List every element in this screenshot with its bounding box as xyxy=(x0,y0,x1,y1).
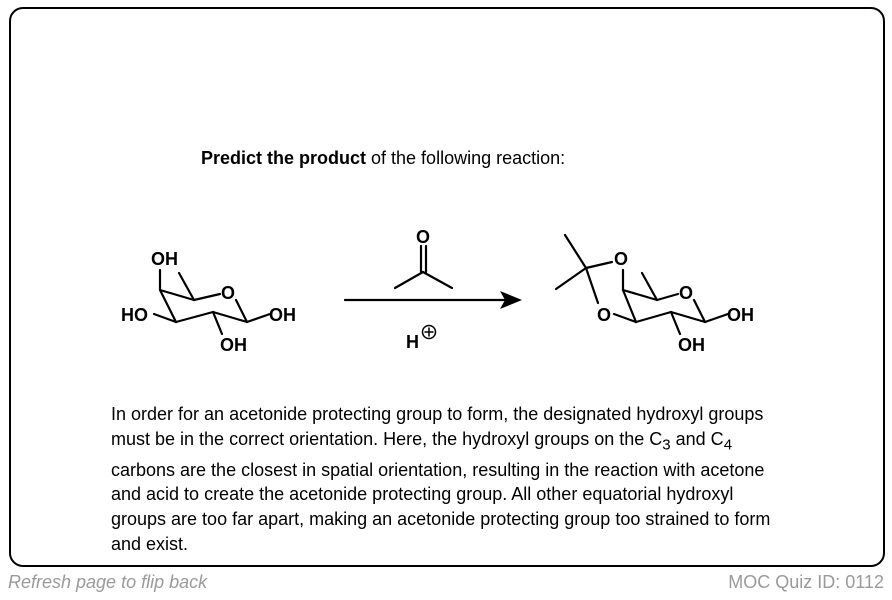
label-o-top: O xyxy=(614,249,628,269)
flip-hint: Refresh page to flip back xyxy=(8,572,208,592)
label-oh-right: OH xyxy=(727,305,754,325)
label-oh-top: OH xyxy=(151,249,178,269)
label-ring-o: O xyxy=(679,283,693,303)
label-ho-left: HO xyxy=(121,305,148,325)
label-carbonyl-o: O xyxy=(416,227,430,247)
question-prompt: Predict the product of the following rea… xyxy=(201,148,565,169)
plus-charge-icon xyxy=(421,324,437,340)
explanation-part: carbons are the closest in spatial orien… xyxy=(111,459,771,554)
explanation-part: In order for an acetonide protecting gro… xyxy=(111,404,764,449)
subscript-3: 3 xyxy=(662,436,671,454)
reaction-arrow xyxy=(343,291,522,309)
label-oh-bottom: OH xyxy=(220,335,247,355)
question-rest: of the following reaction: xyxy=(366,148,566,168)
label-oh-right: OH xyxy=(269,305,296,325)
question-bold: Predict the product xyxy=(201,148,367,168)
reagent-acid: H xyxy=(406,324,437,352)
quiz-card[interactable] xyxy=(9,7,885,567)
explanation-text: In order for an acetonide protecting gro… xyxy=(111,402,771,556)
reagent-acetone: O xyxy=(393,227,454,290)
arrow-head-icon xyxy=(500,291,522,309)
label-o-left: O xyxy=(597,305,611,325)
label-oh-bottom: OH xyxy=(678,335,705,355)
product-acetonide: O O O OH OH xyxy=(554,233,754,355)
explanation-part: and C xyxy=(670,428,724,449)
subscript-4: 4 xyxy=(723,436,733,454)
quiz-id: MOC Quiz ID: 0112 xyxy=(728,572,884,592)
reactant-galactose: OH HO OH OH O xyxy=(121,249,296,355)
label-ring-o: O xyxy=(221,283,235,303)
label-h: H xyxy=(406,332,419,352)
